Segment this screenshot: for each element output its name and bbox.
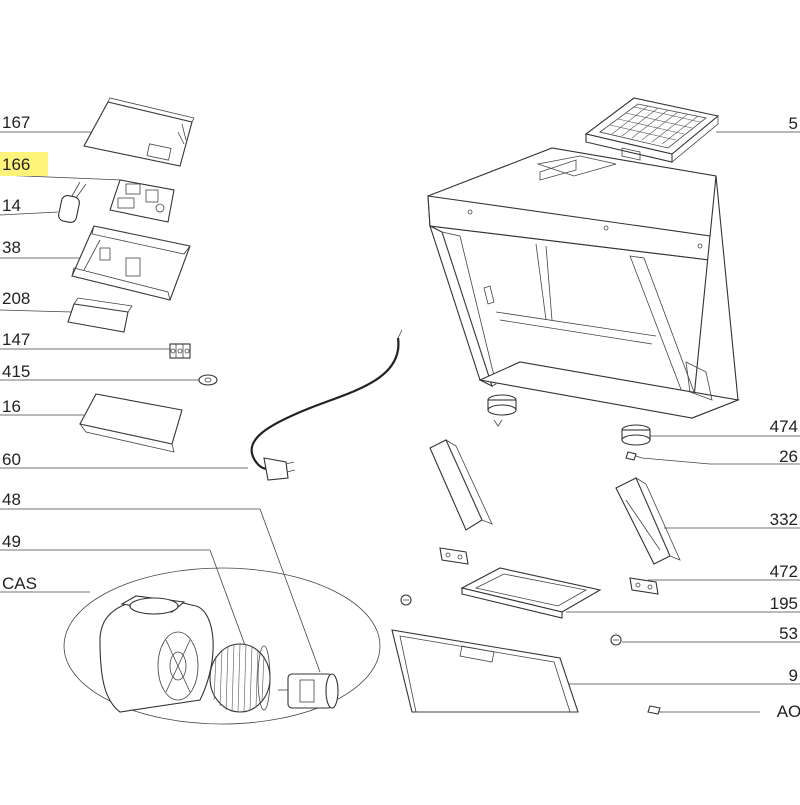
part-48-motor <box>278 673 339 709</box>
part-195-support-frame <box>460 567 602 619</box>
callout-cas: CAS <box>2 574 37 593</box>
callout-38: 38 <box>2 238 21 257</box>
callout-53: 53 <box>779 624 798 643</box>
callout-208: 208 <box>2 289 31 308</box>
part-16-cover-plate <box>79 393 183 453</box>
callout-60: 60 <box>2 450 21 469</box>
part-38-electrical-box <box>71 225 191 301</box>
part-aoi-clip <box>647 705 661 715</box>
callout-166: 166 <box>2 155 31 174</box>
callout-332: 332 <box>769 510 798 529</box>
callout-166-highlight <box>0 152 48 176</box>
callout-9: 9 <box>788 666 798 685</box>
part-472-clip-left <box>439 547 469 565</box>
part-332-bracket-right <box>615 477 681 565</box>
part-167-control-board <box>83 97 195 167</box>
callout-14: 14 <box>2 196 21 215</box>
callout-26: 26 <box>779 447 798 466</box>
part-53-screw <box>400 594 622 646</box>
part-60-power-cable <box>250 329 403 481</box>
callout-aoi: AOI <box>776 702 800 721</box>
leader-lines-right <box>562 131 800 713</box>
part-166-pcb <box>109 179 175 223</box>
part-14-capacitor <box>58 181 87 224</box>
part-474-lamp <box>621 424 651 446</box>
callout-48: 48 <box>2 490 21 509</box>
part-147-terminal-block <box>169 343 191 359</box>
part-472-clip-right <box>629 577 659 595</box>
leader-lines-left <box>0 131 321 673</box>
callout-472: 472 <box>769 562 798 581</box>
callout-167: 167 <box>2 113 31 132</box>
callout-16: 16 <box>2 397 21 416</box>
part-cas-motor-assembly <box>63 567 381 725</box>
callout-195: 195 <box>769 594 798 613</box>
part-49-impeller <box>209 643 271 713</box>
callout-415: 415 <box>2 362 31 381</box>
callout-147: 147 <box>2 330 31 349</box>
callout-474: 474 <box>769 417 798 436</box>
part-26-bulb <box>625 451 643 461</box>
part-lamp-left <box>487 394 517 427</box>
part-332-bracket-left <box>429 439 493 531</box>
part-415-washer <box>198 374 218 386</box>
callout-49: 49 <box>2 532 21 551</box>
hood-body <box>427 147 741 419</box>
part-208-driver-block <box>67 297 133 333</box>
part-5-carbon-filter <box>584 97 720 163</box>
callout-5: 5 <box>788 114 798 133</box>
part-9-grease-filter <box>391 629 579 713</box>
